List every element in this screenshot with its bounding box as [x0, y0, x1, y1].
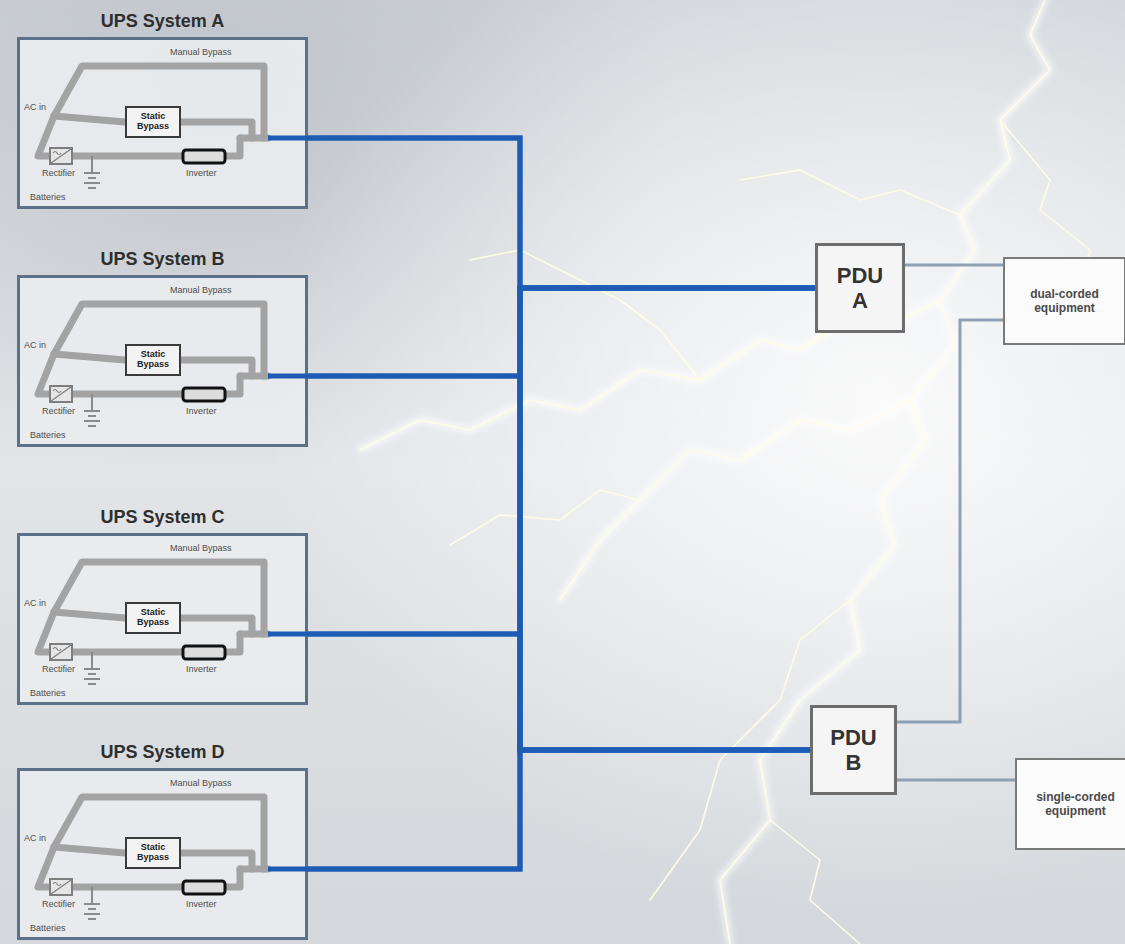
ups-system-box: UPS System BStatic BypassManual BypassAC…: [17, 275, 308, 447]
pdu-feed-line: [905, 264, 1003, 267]
input-label: AC in: [24, 598, 46, 609]
ups-output-bus: [308, 376, 810, 750]
equipment-box: dual-corded equipment: [1003, 257, 1125, 345]
box-label: PDU B: [826, 725, 882, 776]
output-wire: [268, 632, 308, 637]
bypass-wire: [54, 847, 125, 853]
output-wire: [268, 374, 308, 379]
box-label: Static Bypass: [133, 843, 173, 863]
static-bypass-box: Static Bypass: [125, 344, 181, 376]
bypass-wire: [240, 373, 268, 380]
input-label: AC in: [24, 102, 46, 113]
rectifier-symbol: [50, 386, 72, 402]
bypass-wire: [72, 391, 183, 398]
box-label: Static Bypass: [133, 608, 173, 628]
bypass-wire: [225, 376, 240, 394]
bypass-label: Manual Bypass: [170, 778, 232, 789]
static-bypass-box: Static Bypass: [125, 106, 181, 138]
ups-output-bus: [308, 138, 815, 288]
ups-system-box: UPS System AStatic BypassManual BypassAC…: [17, 37, 308, 209]
component-label: Batteries: [30, 923, 66, 934]
ups-output-bus: [308, 138, 810, 750]
component-label: Rectifier: [42, 664, 75, 675]
bypass-wire: [72, 649, 183, 656]
component-label: Batteries: [30, 430, 66, 441]
battery-symbol: [84, 156, 100, 188]
bypass-wire: [72, 884, 183, 891]
inverter-symbol: [183, 388, 225, 401]
ups-output-bus: [308, 288, 815, 869]
bypass-wire: [54, 66, 264, 138]
ups-system-box: UPS System CStatic BypassManual BypassAC…: [17, 533, 308, 705]
ups-output-bus: [308, 288, 815, 376]
bypass-wire: [240, 631, 268, 638]
bypass-wire: [54, 612, 125, 618]
rectifier-symbol: [50, 879, 72, 895]
box-label: dual-corded equipment: [1017, 287, 1112, 316]
ups-title: UPS System B: [17, 249, 308, 270]
component-label: Rectifier: [42, 899, 75, 910]
inverter-symbol: [183, 646, 225, 659]
pdu-feed-line: [897, 320, 1003, 722]
bypass-wire: [225, 869, 240, 887]
static-bypass-box: Static Bypass: [125, 602, 181, 634]
ups-title: UPS System D: [17, 742, 308, 763]
inverter-symbol: [183, 881, 225, 894]
box-label: PDU A: [832, 263, 888, 314]
bypass-wire: [54, 354, 125, 360]
rectifier-symbol: [50, 644, 72, 660]
bypass-wire: [225, 634, 240, 652]
bypass-wire: [225, 138, 240, 156]
bypass-wire: [54, 562, 264, 634]
bypass-label: Manual Bypass: [170, 47, 232, 58]
component-label: Batteries: [30, 192, 66, 203]
box-label: Static Bypass: [133, 112, 173, 132]
pdu-box: PDU A: [815, 243, 905, 333]
bypass-wire: [72, 153, 183, 160]
component-label: Inverter: [186, 664, 217, 675]
box-label: Static Bypass: [133, 350, 173, 370]
bypass-wire: [240, 135, 268, 142]
battery-symbol: [84, 652, 100, 684]
lightning: [360, 0, 1120, 944]
ups-output-bus: [308, 288, 815, 634]
input-label: AC in: [24, 833, 46, 844]
component-label: Batteries: [30, 688, 66, 699]
output-wire: [268, 867, 308, 872]
bypass-label: Manual Bypass: [170, 285, 232, 296]
battery-symbol: [84, 394, 100, 426]
component-label: Inverter: [186, 168, 217, 179]
ups-title: UPS System C: [17, 507, 308, 528]
bypass-wire: [54, 304, 264, 376]
ups-title: UPS System A: [17, 11, 308, 32]
bypass-label: Manual Bypass: [170, 543, 232, 554]
bypass-wire: [54, 797, 264, 869]
pdu-box: PDU B: [810, 705, 897, 795]
ups-system-box: UPS System DStatic BypassManual BypassAC…: [17, 768, 308, 940]
box-label: single-corded equipment: [1028, 790, 1123, 819]
ups-output-bus: [308, 634, 810, 750]
pdu-feed-line: [897, 779, 1015, 782]
ups-output-bus: [308, 750, 810, 869]
component-label: Rectifier: [42, 168, 75, 179]
battery-symbol: [84, 887, 100, 919]
bypass-wire: [240, 866, 268, 873]
component-label: Rectifier: [42, 406, 75, 417]
bypass-wire: [54, 116, 125, 122]
component-label: Inverter: [186, 899, 217, 910]
rectifier-symbol: [50, 148, 72, 164]
inverter-symbol: [183, 150, 225, 163]
component-label: Inverter: [186, 406, 217, 417]
static-bypass-box: Static Bypass: [125, 837, 181, 869]
equipment-box: single-corded equipment: [1015, 758, 1125, 850]
output-wire: [268, 136, 308, 141]
input-label: AC in: [24, 340, 46, 351]
